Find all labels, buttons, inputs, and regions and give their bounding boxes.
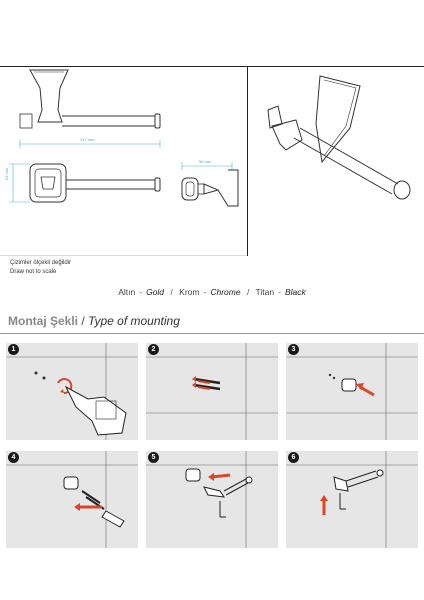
step-2-panel: 2 [146,343,278,440]
step-6-number: 6 [288,452,299,463]
dimension-width-label: 147 mm [80,137,95,142]
step-3-illustration [286,343,418,440]
mounting-title-tr: Montaj Şekli [8,314,79,328]
step-6-illustration [286,451,418,548]
mounting-title-divider: / [81,314,85,328]
step-6-panel: 6 [286,451,418,548]
step-1-number: 1 [8,344,19,355]
step-1-panel: 1 [6,343,138,440]
finish-chrome-en: Chrome [210,287,241,297]
section-divider [0,333,424,334]
dimension-depth-label: 56 mm [199,159,212,164]
step-3-panel: 3 [286,343,418,440]
finish-options: Altın-Gold / Krom-Chrome / Titan-Black [0,287,424,297]
finish-gold-tr: Altın [118,287,136,297]
step-3-number: 3 [288,344,299,355]
finish-separator: - [278,287,281,297]
finish-black-en: Black [284,287,306,297]
technical-drawing: 147 mm 64 mm 56 mm [0,66,424,256]
finish-gold-en: Gold [146,287,165,297]
drawing-lines [0,66,424,256]
finish-divider: / [170,287,173,297]
mounting-title: Montaj Şekli / Type of mounting [8,314,180,328]
step-4-illustration [6,451,138,548]
step-5-illustration [146,451,278,548]
step-5-number: 5 [148,452,159,463]
dimension-height-label: 64 mm [4,167,9,180]
mounting-title-en: Type of mounting [88,314,180,328]
step-4-number: 4 [8,452,19,463]
step-2-illustration [146,343,278,440]
scale-note-en: Draw not to scale [10,269,57,275]
finish-separator: - [203,287,207,297]
step-1-illustration [6,343,138,440]
scale-note-tr: Çizimler ölçekli değildir [10,260,72,266]
step-4-panel: 4 [6,451,138,548]
step-5-panel: 5 [146,451,278,548]
top-band [0,0,424,66]
finish-black-tr: Titan [255,287,275,297]
step-2-number: 2 [148,344,159,355]
finish-chrome-tr: Krom [179,287,200,297]
finish-separator: - [139,287,143,297]
finish-divider: / [246,287,250,297]
